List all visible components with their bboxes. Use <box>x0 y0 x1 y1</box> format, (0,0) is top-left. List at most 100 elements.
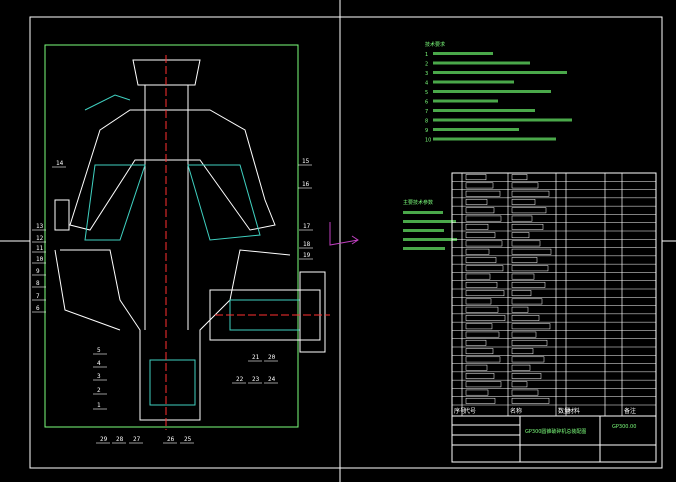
table-cell <box>511 223 544 230</box>
table-cell <box>511 339 548 346</box>
part-callout: 2 <box>97 387 101 394</box>
part-callout: 25 <box>184 436 192 443</box>
table-cell <box>465 389 489 396</box>
part-callout: 20 <box>268 354 276 361</box>
table-cell <box>465 381 502 388</box>
table-header: 序号 <box>454 407 466 415</box>
table-cell <box>465 364 488 371</box>
table-cell <box>465 373 495 379</box>
note-text-line <box>433 118 572 122</box>
note-number: 8 <box>425 119 428 125</box>
table-cell <box>465 356 501 363</box>
table-cell <box>465 290 505 297</box>
table-cell <box>511 348 534 355</box>
table-cell <box>465 323 493 330</box>
table-border <box>451 172 657 417</box>
table-cell <box>511 306 529 313</box>
table-cell <box>511 315 540 321</box>
table-cell <box>511 265 549 272</box>
table-cell <box>511 397 550 404</box>
part-callout: 17 <box>303 223 311 230</box>
part-callout: 15 <box>302 158 310 165</box>
table-cell <box>465 315 506 321</box>
part-callout: 6 <box>36 305 40 312</box>
table-cell <box>511 331 537 338</box>
table-cell <box>511 281 546 288</box>
table-cell <box>511 207 547 214</box>
table-cell <box>511 273 535 280</box>
spec-line <box>403 211 443 214</box>
note-number: 1 <box>425 52 428 58</box>
part-callout: 28 <box>116 436 124 443</box>
spec-line <box>403 247 445 250</box>
table-cell <box>465 182 494 189</box>
table-cell <box>465 265 504 272</box>
part-callout: 29 <box>100 436 108 443</box>
table-cell <box>511 298 543 305</box>
part-callout: 11 <box>36 245 44 252</box>
note-text-line <box>433 99 498 103</box>
table-cell <box>511 248 552 255</box>
table-cell <box>465 232 496 239</box>
note-number: 9 <box>425 128 428 134</box>
table-cell <box>465 190 501 197</box>
part-callout: 7 <box>36 293 40 300</box>
table-cell <box>511 389 539 396</box>
table-cell <box>511 381 528 388</box>
note-text-line <box>433 80 514 84</box>
part-callout: 14 <box>56 160 64 167</box>
part-callout: 16 <box>302 181 310 188</box>
spec-line <box>403 238 457 241</box>
table-cell <box>511 199 536 205</box>
table-cell <box>465 248 490 255</box>
part-callout: 1 <box>97 402 101 409</box>
table-cell <box>465 397 496 404</box>
table-cell <box>511 215 533 222</box>
spec-line <box>403 229 444 232</box>
table-cell <box>511 190 550 197</box>
part-callout: 3 <box>97 373 101 380</box>
title-block <box>451 415 657 463</box>
table-cell <box>465 273 491 280</box>
note-number: 6 <box>425 100 428 106</box>
table-cell <box>465 207 495 214</box>
table-cell <box>465 306 499 313</box>
note-number: 10 <box>425 138 431 144</box>
note-number: 3 <box>425 71 428 77</box>
part-callout: 4 <box>97 360 101 367</box>
table-header: 代号 <box>464 407 476 415</box>
table-cell <box>511 240 541 247</box>
part-callout: 10 <box>36 256 44 263</box>
note-text-line <box>433 128 519 131</box>
part-callout: 24 <box>268 376 276 383</box>
table-cell <box>511 232 530 239</box>
note-text-line <box>433 71 567 74</box>
note-text-line <box>433 137 556 141</box>
notes-heading: 技术要求 <box>425 41 445 48</box>
table-cell <box>511 182 539 189</box>
table-cell <box>465 223 489 230</box>
note-number: 2 <box>425 62 428 68</box>
part-callout: 21 <box>252 354 260 361</box>
part-callout: 19 <box>303 252 311 259</box>
note-text-line <box>433 52 493 55</box>
part-callout: 18 <box>303 241 311 248</box>
part-callout: 26 <box>167 436 175 443</box>
table-header: 数量 <box>558 407 570 415</box>
part-callout: 9 <box>36 268 40 275</box>
table-cell <box>465 298 492 305</box>
table-cell <box>511 323 551 330</box>
table-cell <box>465 257 497 263</box>
table-cell <box>511 373 542 379</box>
spec-heading: 主要技术参数 <box>403 199 433 206</box>
part-callout: 27 <box>133 436 141 443</box>
note-text-line <box>433 61 530 65</box>
table-cell <box>511 174 528 181</box>
table-cell <box>465 174 487 181</box>
table-header: 材料 <box>568 407 580 415</box>
part-callout: 23 <box>252 376 260 383</box>
